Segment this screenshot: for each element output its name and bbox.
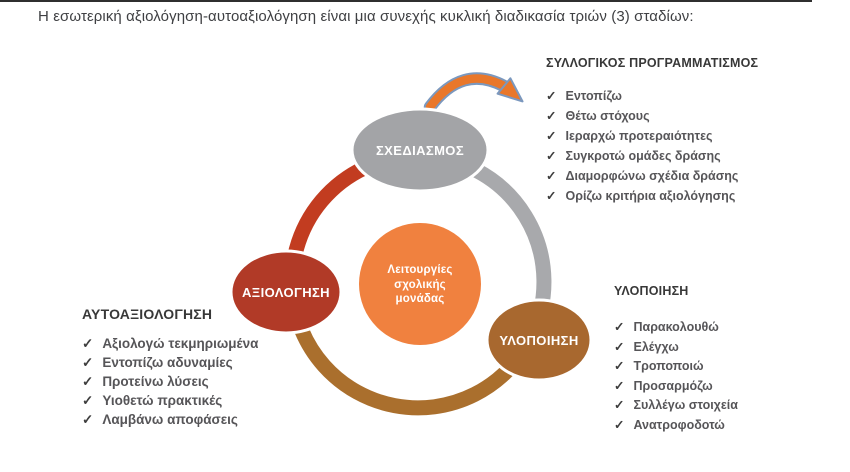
check-icon: ✓ (614, 359, 625, 373)
implementation-list: ΥΛΟΠΟΙΗΣΗ ✓ Παρακολουθώ ✓ Ελέγχω ✓ Τροποποι… (614, 284, 738, 435)
implementation-node (485, 298, 593, 382)
list-item-label: Θέτω στόχους (565, 109, 650, 123)
list-item-label: Ελέγχω (633, 339, 679, 354)
center-label-line3: μονάδας (396, 293, 445, 305)
evaluation-node (229, 249, 343, 335)
check-list-item: ✓ Προτείνω λύσεις (82, 372, 258, 391)
check-list-item: ✓ Τροποποιώ (614, 357, 738, 377)
check-icon: ✓ (82, 355, 94, 370)
list-item-label: Εντοπίζω αδυναμίες (102, 355, 233, 370)
check-list-item: ✓ Θέτω στόχους (546, 106, 758, 126)
planning-node-label: ΣΧΕΔΙΑΣΜΟΣ (376, 143, 464, 158)
check-list-item: ✓ Υιοθετώ πρακτικές (82, 391, 258, 410)
check-icon: ✓ (546, 189, 557, 203)
check-icon: ✓ (546, 169, 557, 183)
check-list-item: ✓ Παρακολουθώ (614, 318, 738, 338)
check-list-item: ✓ Προσαρμόζω (614, 377, 738, 397)
implementation-items: ✓ Παρακολουθώ ✓ Ελέγχω ✓ Τροποποιώ ✓ Προσαρμ… (614, 318, 738, 435)
list-item-label: Υιοθετώ πρακτικές (102, 393, 223, 408)
check-list-item: ✓ Ορίζω κριτήρια αξιολόγησης (546, 186, 758, 206)
planning-node (350, 107, 490, 193)
check-list-item: ✓ Ιεραρχώ προτεραιότητες (546, 126, 758, 146)
list-item-label: Διαμορφώνω σχέδια δράσης (565, 169, 739, 183)
check-list-item: ✓ Ανατροφοδοτώ (614, 416, 738, 436)
check-icon: ✓ (614, 398, 625, 412)
check-list-item: ✓ Συγκροτώ ομάδες δράσης (546, 146, 758, 166)
list-item-label: Τροποποιώ (633, 359, 704, 373)
collective-planning-items: ✓ Εντοπίζω ✓ Θέτω στόχους ✓ Ιεραρχώ προτερα… (546, 86, 758, 206)
check-icon: ✓ (614, 378, 625, 393)
list-item-label: Εντοπίζω (565, 89, 622, 103)
check-list-item: ✓ Συλλέγω στοιχεία (614, 396, 738, 416)
collective-planning-list-title: ΣΥΛΛΟΓΙΚΟΣ ΠΡΟΓΡΑΜΜΑΤΙΣΜΟΣ (546, 56, 759, 70)
list-item-label: Ιεραρχώ προτεραιότητες (565, 129, 713, 143)
self-evaluation-list: ΑΥΤΟΑΞΙΟΛΟΓΗΣΗ ✓ Αξιολογώ τεκμηριωμένα ✓ Ε… (82, 306, 258, 429)
list-item-label: Προσαρμόζω (633, 378, 713, 393)
check-icon: ✓ (82, 393, 94, 408)
check-icon: ✓ (614, 417, 625, 432)
ring-arc-implementation-to-evaluation (284, 290, 539, 416)
list-item-label: Λαμβάνω αποφάσεις (102, 412, 238, 427)
check-list-item: ✓ Αξιολογώ τεκμηριωμένα (82, 334, 258, 353)
list-item-label: Συλλέγω στοιχεία (633, 398, 738, 412)
page-title: Η εσωτερική αξιολόγηση-αυτοαξιολόγηση εί… (38, 8, 694, 25)
check-list-item: ✓ Διαμορφώνω σχέδια δράσης (546, 166, 758, 186)
check-list-item: ✓ Ελέγχω (614, 338, 738, 358)
check-icon: ✓ (614, 339, 625, 354)
check-icon: ✓ (546, 129, 557, 143)
list-item-label: Αξιολογώ τεκμηριωμένα (102, 336, 259, 351)
list-item-label: Συγκροτώ ομάδες δράσης (565, 149, 721, 163)
curved-arrow-icon (423, 72, 524, 114)
check-icon: ✓ (82, 336, 94, 351)
school-unit-functions-circle (359, 223, 481, 345)
check-icon: ✓ (614, 320, 625, 334)
check-icon: ✓ (546, 109, 557, 123)
list-item-label: Παρακολουθώ (633, 320, 719, 334)
check-icon: ✓ (82, 412, 94, 427)
self-evaluation-list-title: ΑΥΤΟΑΞΙΟΛΟΓΗΣΗ (82, 306, 213, 322)
self-evaluation-items: ✓ Αξιολογώ τεκμηριωμένα ✓ Εντοπίζω αδυναμί… (82, 334, 258, 429)
implementation-node-label: ΥΛΟΠΟΙΗΣΗ (499, 333, 578, 348)
implementation-list-title: ΥΛΟΠΟΙΗΣΗ (614, 284, 689, 298)
check-list-item: ✓ Εντοπίζω (546, 86, 758, 106)
collective-planning-list: ΣΥΛΛΟΓΙΚΟΣ ΠΡΟΓΡΑΜΜΑΤΙΣΜΟΣ ✓ Εντοπίζω ✓ Θέ… (546, 56, 758, 206)
check-icon: ✓ (546, 149, 557, 163)
check-icon: ✓ (546, 89, 557, 103)
center-label-line2: σχολικής (394, 279, 446, 291)
list-item-label: Προτείνω λύσεις (102, 374, 209, 389)
check-list-item: ✓ Εντοπίζω αδυναμίες (82, 353, 258, 372)
check-list-item: ✓ Λαμβάνω αποφάσεις (82, 410, 258, 429)
center-label-line1: Λειτουργίες (387, 264, 452, 276)
check-icon: ✓ (82, 374, 94, 389)
evaluation-node-label: ΑΞΙΟΛΟΓΗΣΗ (242, 285, 330, 300)
list-item-label: Ανατροφοδοτώ (633, 417, 725, 432)
list-item-label: Ορίζω κριτήρια αξιολόγησης (565, 189, 736, 203)
top-border-line (0, 0, 812, 2)
